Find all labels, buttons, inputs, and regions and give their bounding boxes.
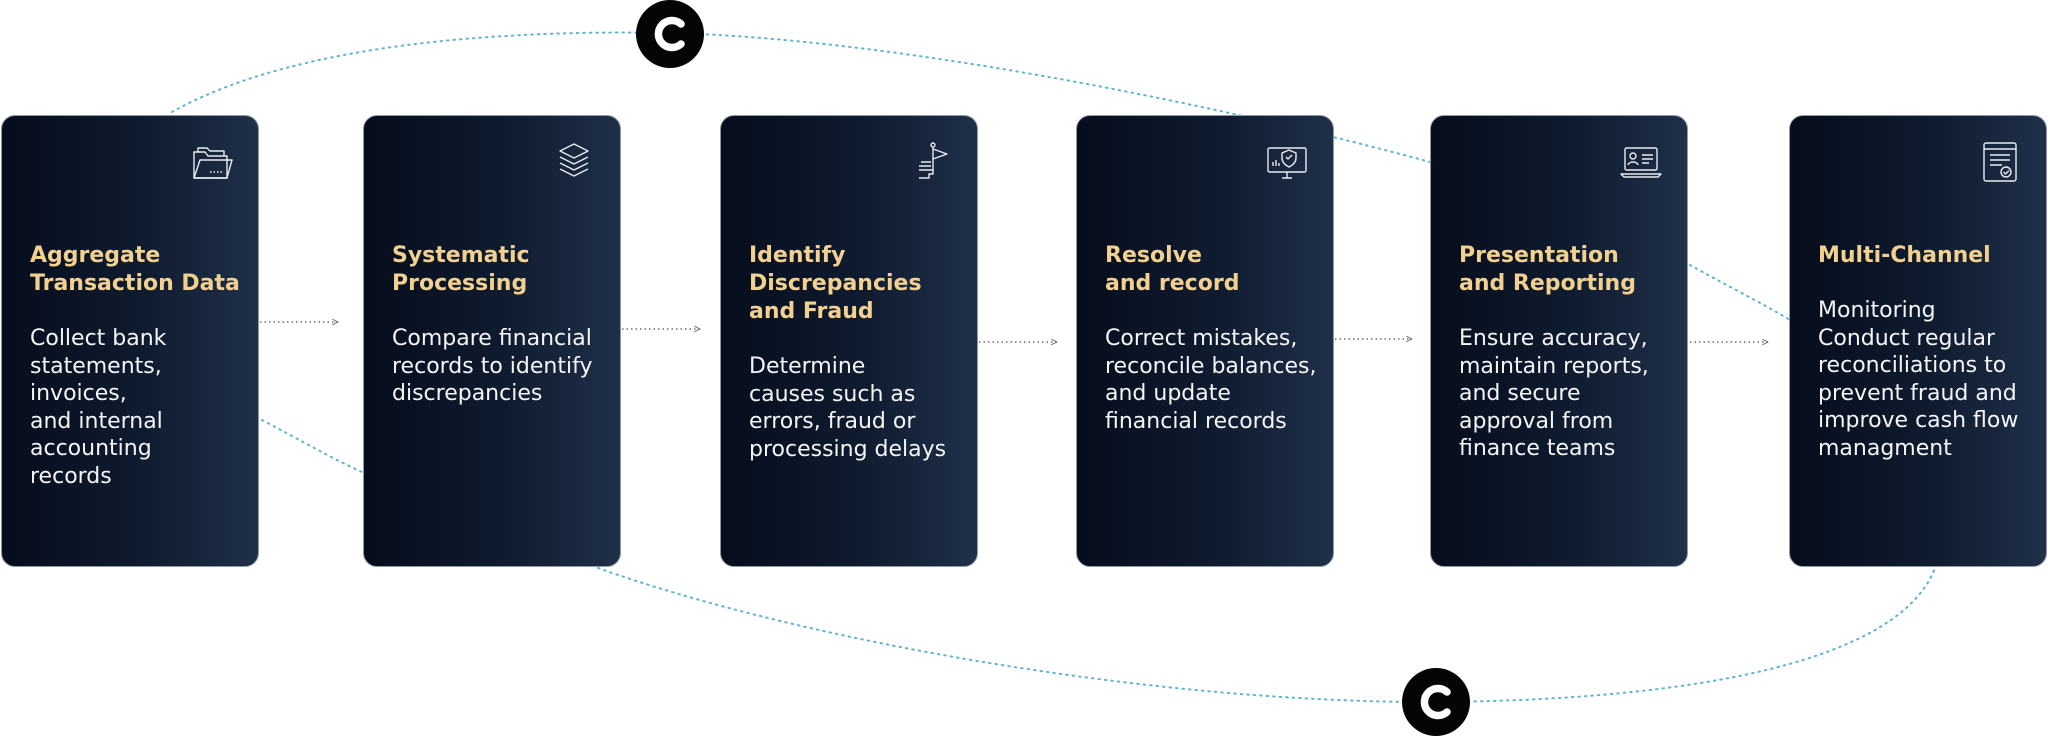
right-dotted-curve [1689, 264, 1791, 321]
step-description: Compare financial records to identify di… [392, 326, 593, 406]
c-logo-icon [1420, 684, 1451, 720]
step-description: Ensure accuracy, maintain reports, and s… [1459, 326, 1649, 461]
top-cycle-badge [636, 0, 704, 68]
step-title: Systematic Processing [392, 243, 530, 296]
bottom-cycle-badge [1402, 668, 1470, 736]
step-card-aggregate: Aggregate Transaction Data Collect bank … [1, 115, 259, 567]
step-description: Monitoring Conduct regular reconciliatio… [1818, 298, 2019, 461]
c-logo-icon [654, 16, 685, 52]
laptop-profile-icon [1619, 140, 1663, 184]
step-description: Determine causes such as errors, fraud o… [749, 354, 947, 462]
step-card-multi-channel: Multi-Channel Monitoring Conduct regular… [1789, 115, 2047, 567]
step-title: Presentation and Reporting [1459, 243, 1636, 296]
checklist-tablet-icon [1978, 140, 2022, 184]
step-card-presentation-reporting: Presentation and Reporting Ensure accura… [1430, 115, 1688, 567]
step-title: Aggregate Transaction Data [30, 243, 240, 296]
bottom-dotted-curve [597, 567, 1936, 704]
step-card-resolve-record: Resolve and record Correct mistakes, rec… [1076, 115, 1334, 567]
left-dotted-curve [261, 419, 363, 473]
step-description: Correct mistakes, reconcile balances, an… [1105, 326, 1317, 434]
step-title: Identify Discrepancies and Fraud [749, 243, 922, 324]
hand-flag-icon [909, 140, 953, 184]
step-title: Resolve and record [1105, 243, 1240, 296]
step-description: Collect bank statements, invoices, and i… [30, 326, 167, 489]
top-dotted-curve [171, 31, 1431, 163]
stacked-layers-icon [552, 140, 596, 184]
step-title: Multi-Channel [1818, 243, 1991, 268]
step-card-identify-discrepancies: Identify Discrepancies and Fraud Determi… [720, 115, 978, 567]
monitor-shield-icon [1265, 140, 1309, 184]
open-folder-icon [190, 140, 234, 184]
step-card-systematic-processing: Systematic Processing Compare financial … [363, 115, 621, 567]
